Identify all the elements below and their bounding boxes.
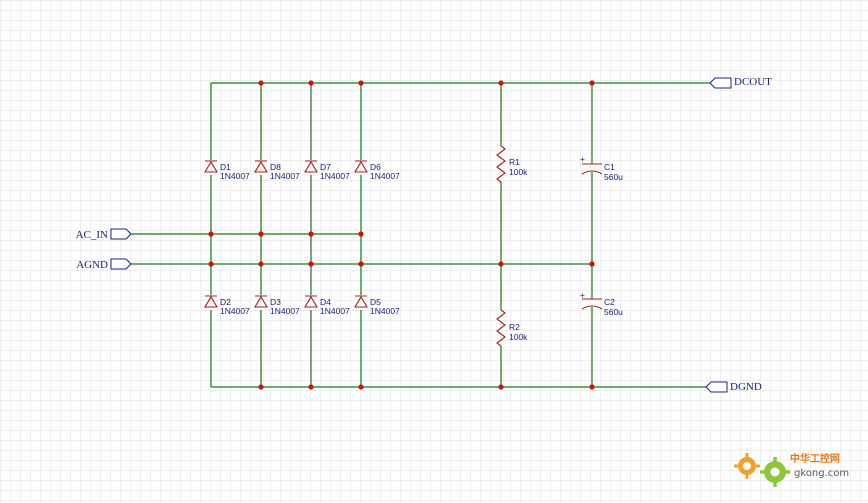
capacitor-value: 560u — [604, 172, 623, 182]
diode-d2-symbol — [204, 295, 218, 308]
diode-ref: D4 — [320, 297, 331, 307]
junction-dot — [589, 261, 595, 267]
capacitor-c2-symbol — [581, 298, 603, 310]
junction-dot — [258, 384, 264, 390]
diode-value: 1N4007 — [220, 306, 250, 316]
junction-dot — [358, 231, 364, 237]
diode-value: 1N4007 — [370, 306, 400, 316]
capacitors: + C1 560u + C2 560u — [580, 154, 623, 317]
junction-dot — [498, 384, 504, 390]
junction-dot — [258, 261, 264, 267]
resistor-value: 100k — [509, 332, 528, 342]
junction-dot — [498, 80, 504, 86]
diode-d7-symbol — [304, 160, 318, 173]
port-dcout-flag — [709, 77, 732, 89]
port-agnd-label: AGND — [76, 259, 108, 271]
watermark-brand: 中华工控网 — [790, 452, 840, 465]
junction-dot — [308, 80, 314, 86]
watermark-url: gkong.com — [794, 468, 849, 479]
junction-dot — [589, 80, 595, 86]
wires — [131, 82, 710, 388]
resistor-r1-symbol — [496, 145, 506, 183]
diode-value: 1N4007 — [370, 171, 400, 181]
diode-d8-symbol — [254, 160, 268, 173]
capacitor-ref: C1 — [604, 162, 615, 172]
diode-value: 1N4007 — [270, 171, 300, 181]
diode-d3-symbol — [254, 295, 268, 308]
diode-ref: D3 — [270, 297, 281, 307]
diode-d5-symbol — [354, 295, 368, 308]
diode-value: 1N4007 — [320, 171, 350, 181]
junction-dot — [498, 261, 504, 267]
junction-dot — [208, 231, 214, 237]
diode-d4-symbol — [304, 295, 318, 308]
ports: AC_IN AGND DCOUT DGND — [76, 76, 773, 393]
junction-dot — [358, 261, 364, 267]
resistor-value: 100k — [509, 167, 528, 177]
diode-d1-symbol — [204, 160, 218, 173]
junction-dot — [308, 261, 314, 267]
junction-dot — [308, 384, 314, 390]
diode-ref: D2 — [220, 297, 231, 307]
junction-dot — [358, 80, 364, 86]
capacitor-polarity: + — [580, 154, 585, 164]
port-ac-in-flag — [110, 228, 132, 240]
port-dgnd-label: DGND — [730, 381, 762, 393]
port-dgnd[interactable]: DGND — [705, 381, 762, 393]
junction-dot — [258, 80, 264, 86]
port-agnd[interactable]: AGND — [76, 258, 132, 271]
capacitor-value: 560u — [604, 307, 623, 317]
junction-dot — [358, 384, 364, 390]
junction-dot — [308, 231, 314, 237]
diode-value: 1N4007 — [270, 306, 300, 316]
diode-ref: D8 — [270, 162, 281, 172]
capacitor-polarity: + — [580, 290, 585, 300]
port-dgnd-flag — [705, 381, 728, 393]
resistor-ref: R2 — [509, 322, 520, 332]
diodes: D1 1N4007 D8 1N4007 D7 1N4007 D6 1N4007 … — [204, 160, 400, 316]
port-dcout[interactable]: DCOUT — [709, 76, 772, 89]
diode-ref: D5 — [370, 297, 381, 307]
diode-value: 1N4007 — [220, 171, 250, 181]
resistors: R1 100k R2 100k — [496, 145, 528, 347]
diode-ref: D1 — [220, 162, 231, 172]
gear-icon — [734, 453, 790, 487]
capacitor-ref: C2 — [604, 297, 615, 307]
diode-value: 1N4007 — [320, 306, 350, 316]
port-ac-in[interactable]: AC_IN — [76, 228, 132, 241]
resistor-ref: R1 — [509, 157, 520, 167]
port-agnd-flag — [110, 258, 132, 270]
diode-ref: D7 — [320, 162, 331, 172]
diode-d6-symbol — [354, 160, 368, 173]
junction-dot — [208, 261, 214, 267]
capacitor-c1-symbol — [581, 163, 603, 175]
port-dcout-label: DCOUT — [734, 76, 772, 88]
junction-dot — [258, 231, 264, 237]
port-ac-in-label: AC_IN — [76, 229, 108, 241]
diode-ref: D6 — [370, 162, 381, 172]
junction-dot — [589, 384, 595, 390]
junctions — [208, 80, 595, 390]
resistor-r2-symbol — [496, 309, 506, 347]
watermark: 中华工控网 gkong.com — [734, 452, 849, 487]
